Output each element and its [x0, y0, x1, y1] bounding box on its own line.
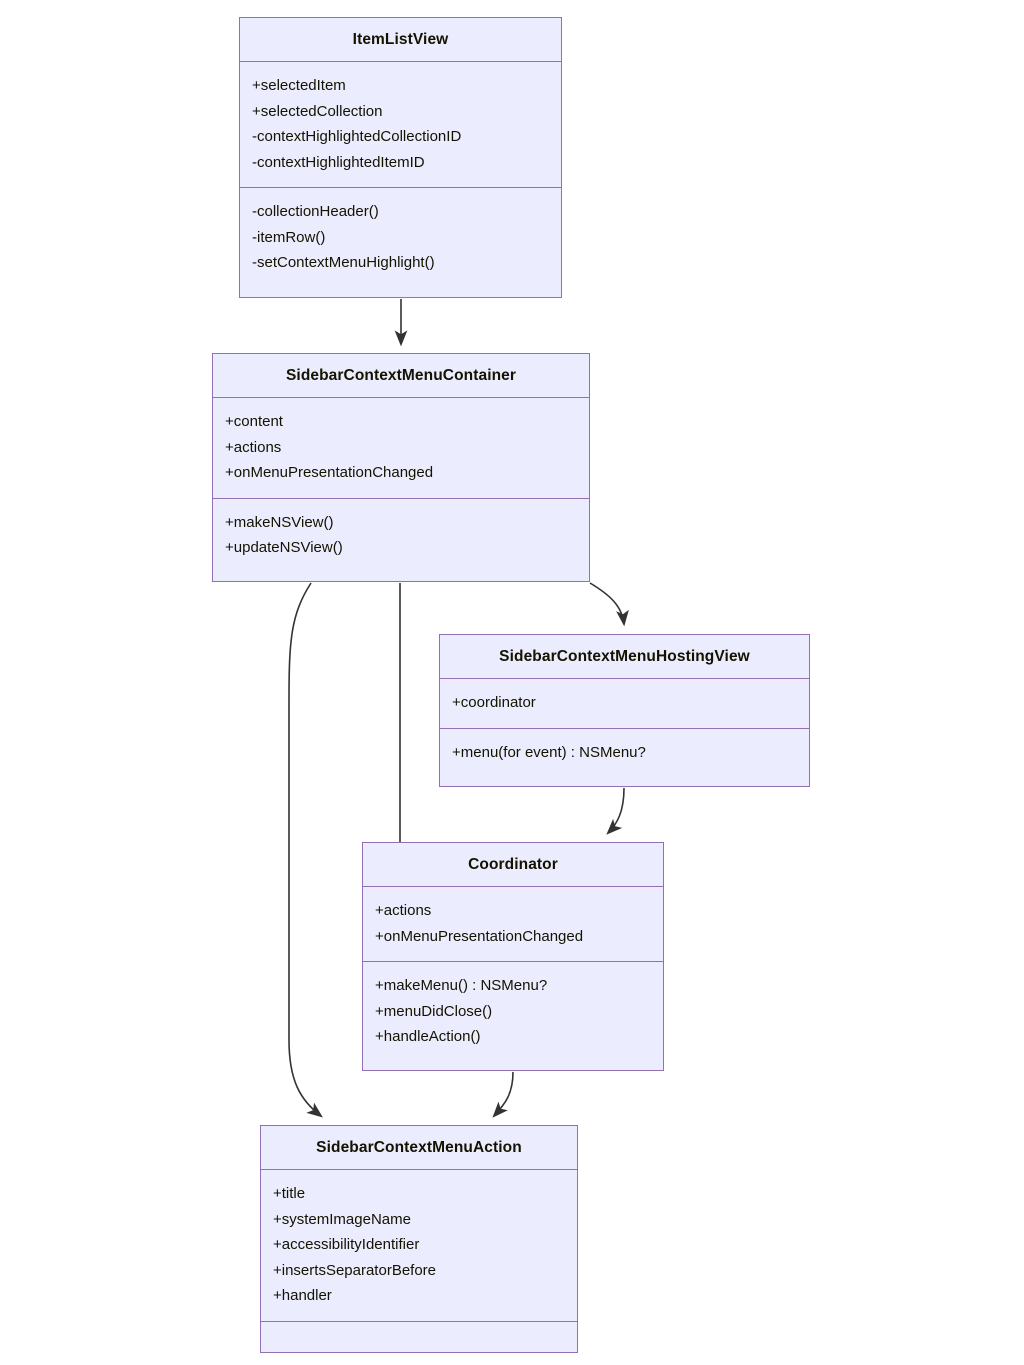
uml-class-sidebar-context-menu-action[interactable]: SidebarContextMenuAction +title +systemIma…: [260, 1125, 578, 1353]
uml-class-sidebar-context-menu-container[interactable]: SidebarContextMenuContainer +content +acti…: [212, 353, 590, 582]
attribute-line: +selectedCollection: [252, 102, 383, 120]
attribute-line: -contextHighlightedCollectionID: [252, 128, 462, 145]
class-title: Coordinator: [363, 843, 663, 887]
class-title: ItemListView: [240, 18, 561, 62]
method-line: -collectionHeader(): [252, 203, 379, 220]
class-title: SidebarContextMenuHostingView: [440, 635, 809, 679]
attribute-line: +insertsSeparatorBefore: [273, 1261, 437, 1279]
attribute-line: -contextHighlightedItemID: [252, 153, 425, 171]
methods-compartment: +makeMenu() : NSMenu? +menuDidClose() +han…: [363, 962, 663, 1062]
attributes-compartment: +coordinator: [440, 679, 809, 729]
method-line: -itemRow(): [252, 228, 326, 246]
attribute-line: +content: [225, 413, 283, 430]
edge-container-to-hostingview: [589, 582, 629, 627]
method-line: +makeMenu() : NSMenu?: [375, 977, 548, 994]
attribute-line: +accessibilityIdentifier: [273, 1236, 420, 1253]
attributes-compartment: +title +systemImageName +accessibilityIden…: [261, 1170, 577, 1322]
class-title: SidebarContextMenuAction: [261, 1126, 577, 1170]
uml-class-coordinator[interactable]: Coordinator +actions +onMenuPresentationCh…: [362, 842, 664, 1071]
edge-coordinator-to-action: [492, 1071, 514, 1118]
edge-container-to-action: [288, 582, 323, 1118]
method-line: -setContextMenuHighlight(): [252, 254, 435, 271]
method-line: +menuDidClose(): [375, 1002, 493, 1020]
attribute-line: +selectedItem: [252, 77, 346, 94]
attribute-line: +onMenuPresentationChanged: [225, 464, 434, 481]
uml-class-sidebar-context-menu-hosting-view[interactable]: SidebarContextMenuHostingView +coordinato…: [439, 634, 810, 787]
methods-compartment: [261, 1322, 577, 1348]
edge-hostingview-to-coordinator: [606, 787, 625, 835]
method-line: +updateNSView(): [225, 539, 343, 556]
attribute-line: +coordinator: [452, 694, 536, 711]
attributes-compartment: +actions +onMenuPresentationChanged: [363, 887, 663, 962]
methods-compartment: -collectionHeader() -itemRow() -setContext…: [240, 188, 561, 288]
method-line: +handleAction(): [375, 1028, 481, 1045]
attribute-line: +handler: [273, 1287, 332, 1304]
attributes-compartment: +content +actions +onMenuPresentationChang…: [213, 398, 589, 499]
methods-compartment: +menu(for event) : NSMenu?: [440, 729, 809, 778]
attribute-line: +systemImageName: [273, 1210, 411, 1228]
attribute-line: +actions: [225, 438, 282, 456]
attribute-line: +actions: [375, 902, 432, 919]
class-title: SidebarContextMenuContainer: [213, 354, 589, 398]
attributes-compartment: +selectedItem +selectedCollection -context…: [240, 62, 561, 188]
uml-class-item-list-view[interactable]: ItemListView +selectedItem +selectedCollec…: [239, 17, 562, 298]
attribute-line: +onMenuPresentationChanged: [375, 927, 584, 945]
methods-compartment: +makeNSView() +updateNSView(): [213, 499, 589, 573]
attribute-line: +title: [273, 1185, 306, 1202]
method-line: +menu(for event) : NSMenu?: [452, 743, 646, 761]
method-line: +makeNSView(): [225, 513, 334, 531]
